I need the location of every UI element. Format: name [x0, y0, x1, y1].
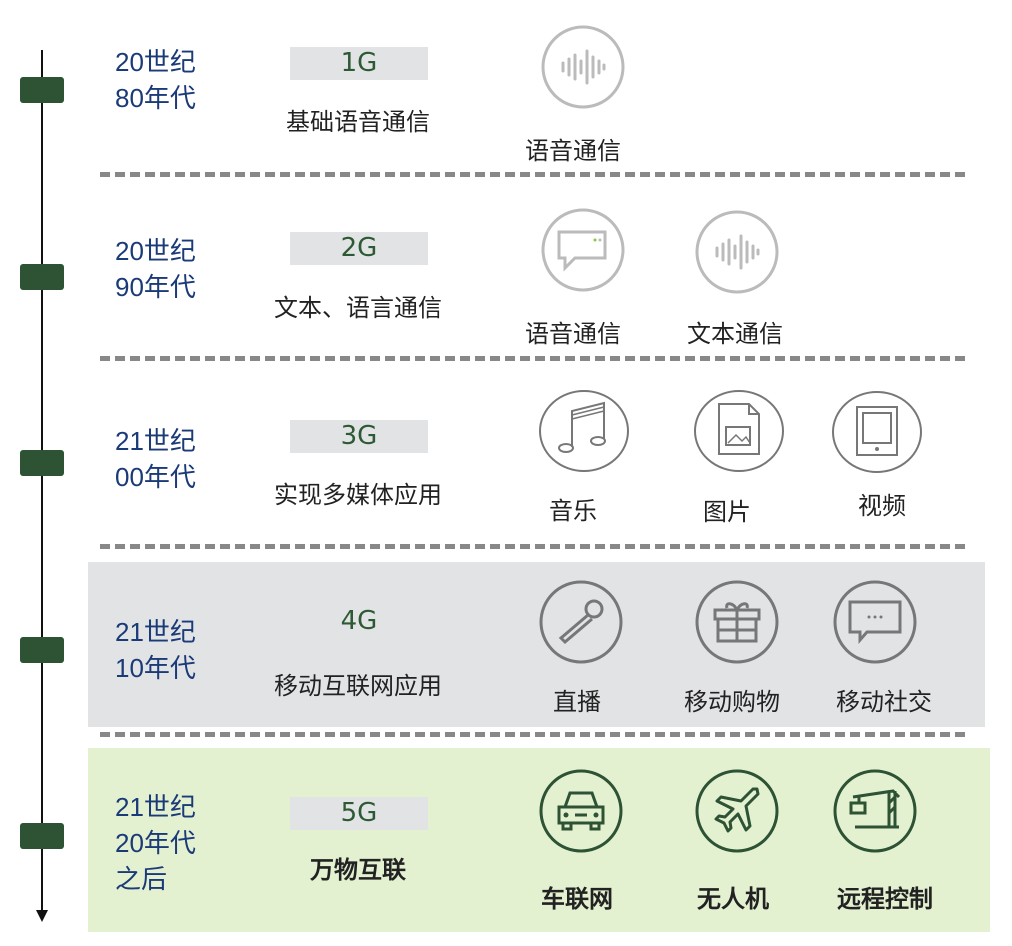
generation-label-2g: 2G [290, 232, 428, 265]
sound-wave-icon [541, 25, 625, 109]
app-label: 移动购物 [684, 688, 780, 716]
timeline-marker-1g [20, 77, 64, 103]
timeline-arrow-icon [36, 910, 48, 922]
generation-label-1g: 1G [290, 47, 428, 80]
tablet-icon [832, 391, 922, 473]
car-icon [539, 769, 623, 853]
generation-label-5g: 5G [290, 797, 428, 830]
chat-bubble-icon [541, 208, 625, 292]
app-label: 车联网 [541, 885, 613, 913]
gift-icon [695, 580, 779, 664]
generation-desc-3g: 实现多媒体应用 [274, 481, 442, 509]
app-label: 语音通信 [525, 137, 621, 165]
divider [100, 732, 965, 737]
microphone-icon [539, 580, 623, 664]
timeline-marker-3g [20, 450, 64, 476]
app-label: 语音通信 [525, 320, 621, 348]
generation-desc-5g: 万物互联 [310, 856, 406, 884]
divider [100, 172, 965, 177]
generation-label-4g: 4G [340, 606, 378, 636]
timeline-marker-5g [20, 823, 64, 849]
sound-wave-icon [695, 210, 779, 294]
airplane-icon [695, 769, 779, 853]
generation-desc-4g: 移动互联网应用 [274, 672, 442, 700]
crane-icon [833, 769, 917, 853]
timeline-marker-2g [20, 264, 64, 290]
app-label: 音乐 [549, 497, 597, 525]
app-label: 直播 [553, 688, 601, 716]
4g-highlight-band [88, 562, 985, 727]
generation-desc-2g: 文本、语言通信 [274, 294, 442, 322]
app-label: 文本通信 [687, 320, 783, 348]
app-label: 远程控制 [837, 885, 933, 913]
music-note-icon [539, 390, 629, 472]
divider [100, 356, 965, 361]
app-label: 移动社交 [836, 688, 932, 716]
timeline-axis [41, 50, 43, 912]
app-label: 无人机 [697, 885, 769, 913]
app-label: 图片 [703, 498, 751, 526]
app-label: 视频 [858, 492, 906, 520]
generation-label-3g: 3G [290, 420, 428, 453]
5g-highlight-band [88, 748, 990, 932]
generation-desc-1g: 基础语音通信 [286, 108, 430, 136]
image-file-icon [694, 390, 784, 472]
divider [100, 544, 965, 549]
chat-dots-icon [833, 580, 917, 664]
timeline-marker-4g [20, 637, 64, 663]
